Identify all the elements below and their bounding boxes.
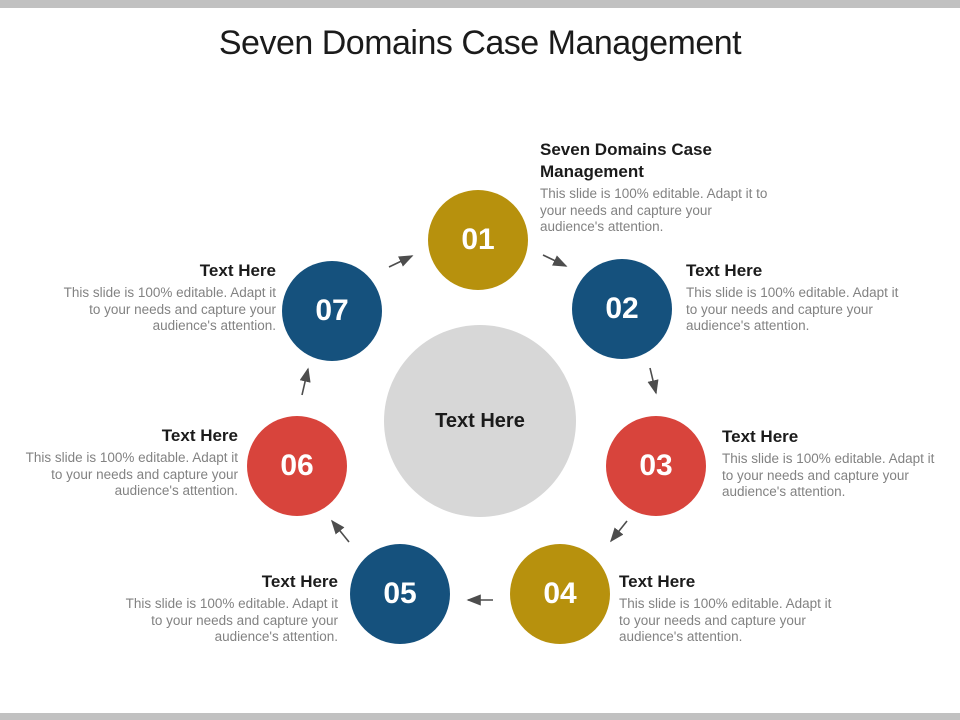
node-label-03: Text Here This slide is 100% editable. A… [722,426,936,501]
node-description-04: This slide is 100% editable. Adapt it to… [619,596,832,645]
node-label-05: Text Here This slide is 100% editable. A… [124,571,338,646]
node-circle-04: 04 [510,544,610,644]
node-circle-02: 02 [572,259,672,359]
node-circle-07: 07 [282,261,382,361]
node-title-05: Text Here [261,572,338,591]
node-title-04: Text Here [619,572,696,591]
node-label-01: Seven Domains Case Management This slide… [540,139,778,236]
node-title-06: Text Here [161,426,238,445]
center-circle: Text Here [384,325,576,517]
node-number-02: 02 [605,292,639,325]
node-title-03: Text Here [722,427,799,446]
node-description-02: This slide is 100% editable. Adapt it to… [686,285,899,334]
arrow-03-04 [610,520,628,543]
node-number-04: 04 [543,577,577,610]
node-description-01: This slide is 100% editable. Adapt it to… [540,186,768,235]
node-number-03: 03 [639,449,673,482]
bottom-border-bar [0,713,960,720]
node-title-02: Text Here [686,261,763,280]
node-label-04: Text Here This slide is 100% editable. A… [619,571,833,646]
node-number-07: 07 [315,294,349,327]
arrow-06-07 [299,367,311,396]
node-description-07: This slide is 100% editable. Adapt it to… [63,285,276,334]
node-circle-01: 01 [428,190,528,290]
node-description-05: This slide is 100% editable. Adapt it to… [125,596,338,645]
node-label-06: Text Here This slide is 100% editable. A… [24,425,238,500]
node-circle-03: 03 [606,416,706,516]
top-border-bar [0,0,960,8]
center-circle-label: Text Here [435,409,525,432]
node-number-06: 06 [280,449,314,482]
node-number-01: 01 [461,223,495,256]
node-title-01: Seven Domains Case Management [540,140,712,182]
node-label-07: Text Here This slide is 100% editable. A… [62,260,276,335]
arrow-05-06 [330,519,350,543]
arrow-07-01 [388,255,414,268]
node-circle-06: 06 [247,416,347,516]
node-label-02: Text Here This slide is 100% editable. A… [686,260,900,335]
arrow-01-02 [542,254,568,267]
node-description-06: This slide is 100% editable. Adapt it to… [25,450,238,499]
node-title-07: Text Here [199,261,276,280]
node-number-05: 05 [383,577,417,610]
node-circle-05: 05 [350,544,450,644]
slide-title: Seven Domains Case Management [218,24,742,62]
arrow-02-03 [647,367,659,395]
node-description-03: This slide is 100% editable. Adapt it to… [722,451,935,500]
